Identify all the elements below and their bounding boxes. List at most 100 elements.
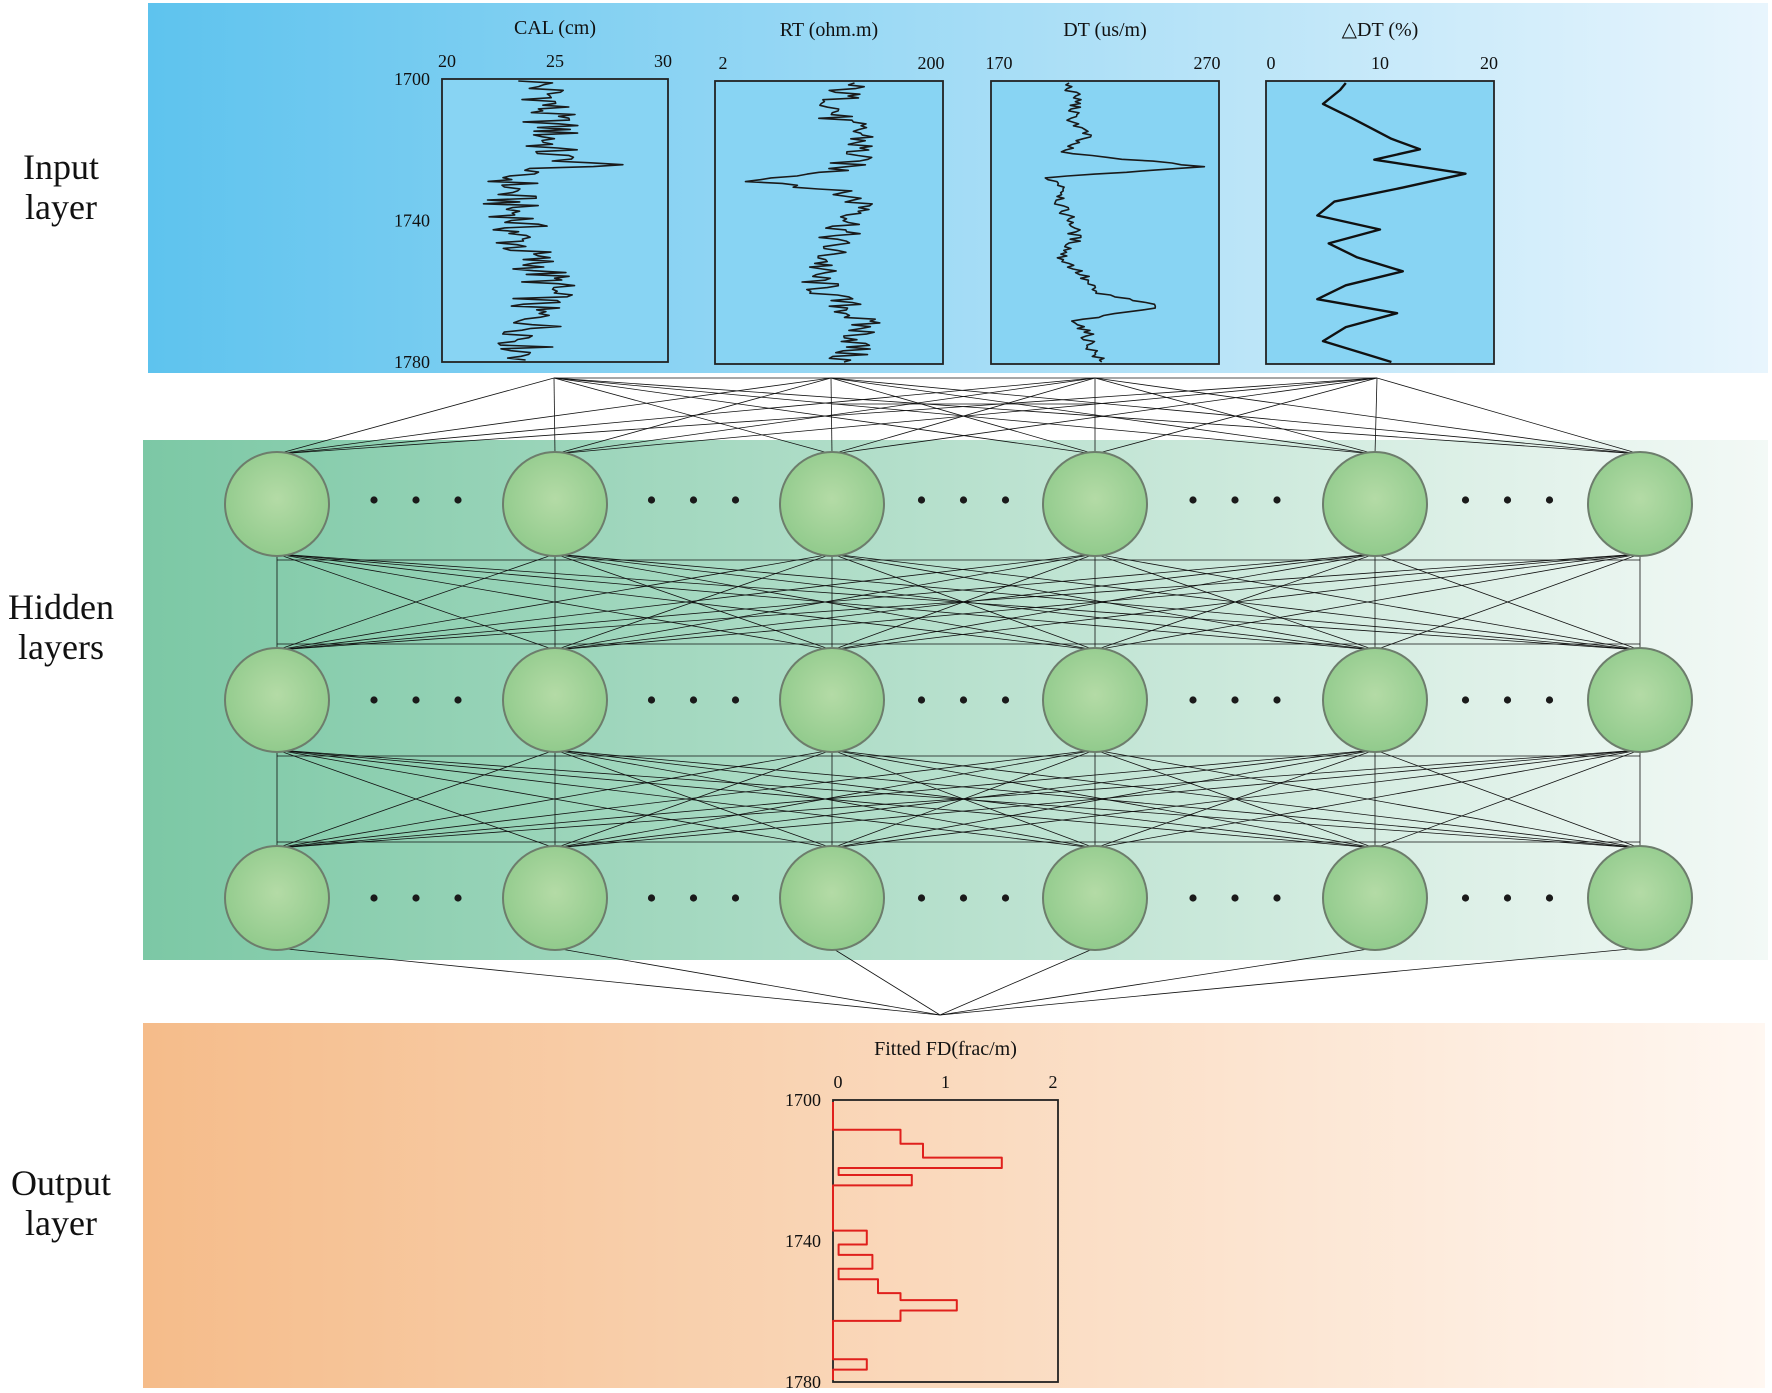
neuron-node bbox=[1587, 845, 1693, 951]
plot-frame bbox=[714, 80, 944, 365]
ellipsis-dot bbox=[370, 894, 378, 902]
ellipsis-dot bbox=[689, 696, 698, 704]
ellipsis-dot bbox=[1189, 496, 1197, 504]
plot-title: △DT (%) bbox=[1342, 19, 1419, 41]
connection-line bbox=[554, 749, 1641, 849]
ellipsis-dot bbox=[917, 496, 926, 504]
plot-title: Fitted FD(frac/m) bbox=[874, 1038, 1017, 1060]
x-tick-label: 20 bbox=[1480, 53, 1498, 73]
ellipsis-dot bbox=[1273, 696, 1281, 704]
neuron-node bbox=[502, 845, 608, 951]
ellipsis-dot bbox=[731, 496, 740, 504]
connection-line bbox=[831, 749, 1641, 849]
neuron-node bbox=[779, 845, 885, 951]
x-tick-label: 1 bbox=[941, 1072, 950, 1092]
ellipsis-dot bbox=[1189, 696, 1197, 704]
connection-line bbox=[553, 377, 1641, 455]
connection-line bbox=[831, 947, 941, 1016]
y-tick-label: 1700 bbox=[785, 1090, 821, 1110]
neuron-nodes bbox=[224, 451, 1693, 951]
ellipsis-dot bbox=[1545, 696, 1554, 704]
ellipsis-dot bbox=[647, 496, 656, 504]
connection-line bbox=[939, 947, 1096, 1016]
connection-line bbox=[554, 377, 1378, 455]
y-tick-label: 1780 bbox=[394, 352, 430, 372]
ellipsis-dot bbox=[370, 696, 378, 704]
neuron-node bbox=[1042, 451, 1148, 557]
ellipsis-dot bbox=[1503, 696, 1512, 704]
ellipsis-dot bbox=[959, 894, 968, 902]
output-layer-label: Output layer bbox=[10, 1163, 111, 1243]
ellipsis-dots-group bbox=[370, 496, 1554, 902]
x-tick-label: 0 bbox=[1267, 53, 1276, 73]
ellipsis-dot bbox=[412, 496, 420, 504]
ellipsis-dot bbox=[1461, 696, 1470, 704]
hidden-layers-band bbox=[143, 440, 1768, 960]
input-layer-band bbox=[148, 3, 1768, 373]
x-tick-label: 170 bbox=[986, 53, 1013, 73]
log-curve bbox=[1044, 82, 1206, 363]
log-curve bbox=[482, 80, 624, 361]
plot-title: RT (ohm.m) bbox=[780, 19, 878, 41]
connection-line bbox=[276, 377, 832, 455]
x-tick-label: 2 bbox=[1049, 1072, 1058, 1092]
ellipsis-dot bbox=[917, 696, 926, 704]
ellipsis-dot bbox=[1001, 894, 1010, 902]
connection-line bbox=[276, 553, 1096, 651]
ellipsis-dot bbox=[1189, 894, 1197, 902]
x-tick-label: 30 bbox=[654, 51, 672, 71]
neuron-node bbox=[502, 451, 608, 557]
connection-line bbox=[1374, 749, 1641, 849]
y-tick-label: 1740 bbox=[785, 1231, 821, 1251]
input-layer-label: Input layer bbox=[23, 147, 99, 227]
neuron-node bbox=[1042, 845, 1148, 951]
log-plot-1: RT (ohm.m) 2 200 bbox=[714, 19, 945, 365]
ellipsis-dot bbox=[454, 696, 462, 704]
connection-line bbox=[554, 553, 833, 651]
ellipsis-dot bbox=[454, 496, 462, 504]
connection-line bbox=[276, 377, 555, 455]
x-tick-label: 25 bbox=[546, 51, 564, 71]
log-curve bbox=[832, 1102, 1003, 1380]
connection-line bbox=[276, 749, 833, 849]
neuron-node bbox=[502, 647, 608, 753]
connection-line bbox=[939, 947, 1641, 1016]
ellipsis-dot bbox=[1001, 696, 1010, 704]
neuron-node bbox=[1042, 647, 1148, 753]
connection-line bbox=[554, 553, 1641, 651]
connection-line bbox=[276, 749, 556, 849]
connection-line bbox=[939, 947, 1376, 1016]
x-tick-label: 2 bbox=[719, 53, 728, 73]
ellipsis-dot bbox=[731, 894, 740, 902]
ellipsis-dot bbox=[412, 894, 420, 902]
plot-frame bbox=[990, 80, 1220, 365]
connection-line bbox=[1094, 377, 1378, 455]
connection-line bbox=[276, 749, 1641, 849]
connection-line bbox=[554, 749, 833, 849]
y-tick-label: 1740 bbox=[394, 211, 430, 231]
ellipsis-dot bbox=[1273, 894, 1281, 902]
log-curve bbox=[1316, 82, 1467, 364]
ellipsis-dot bbox=[917, 894, 926, 902]
connection-line bbox=[276, 749, 1096, 849]
connection-line bbox=[276, 553, 556, 651]
plot-title: DT (us/m) bbox=[1063, 19, 1147, 41]
neuron-node bbox=[1587, 451, 1693, 557]
connection-line bbox=[831, 749, 1376, 849]
ellipsis-dot bbox=[1231, 696, 1239, 704]
connection-line bbox=[276, 377, 1096, 455]
neuron-node bbox=[779, 647, 885, 753]
plot-frame bbox=[1265, 80, 1495, 365]
connection-line bbox=[1374, 553, 1641, 651]
neuron-node bbox=[1322, 451, 1428, 557]
ellipsis-dot bbox=[731, 696, 740, 704]
ellipsis-dot bbox=[1545, 496, 1554, 504]
connection-line bbox=[554, 377, 832, 455]
x-tick-label: 200 bbox=[918, 53, 945, 73]
ellipsis-dot bbox=[647, 696, 656, 704]
